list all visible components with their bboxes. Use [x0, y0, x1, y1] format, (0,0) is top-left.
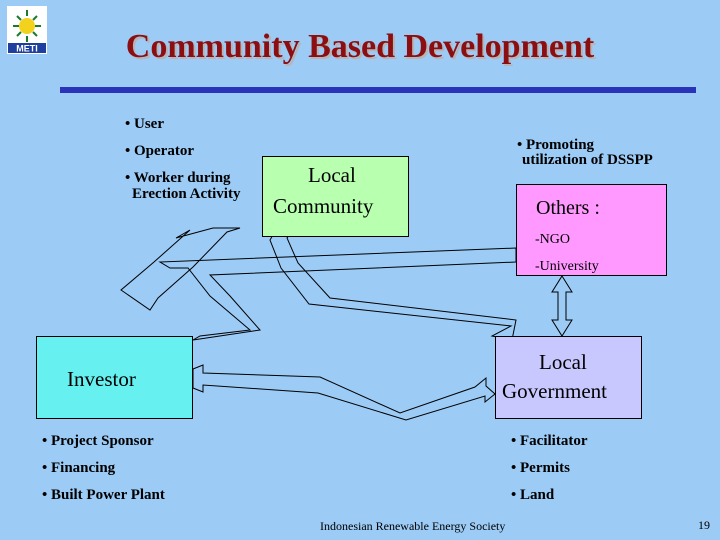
arrow-community-investor — [120, 227, 241, 311]
local-government-label-2: Government — [502, 379, 607, 403]
investor-label: Investor — [67, 367, 136, 391]
community-role-worker: • Worker during — [125, 170, 231, 186]
others-label: Others : — [536, 197, 600, 219]
investor-item-sponsor: • Project Sponsor — [42, 433, 154, 449]
local-government-label-1: Local — [539, 350, 587, 374]
arrow-others-investor — [158, 247, 517, 341]
footer-text: Indonesian Renewable Energy Society — [320, 519, 506, 533]
gov-item-facilitator: • Facilitator — [511, 433, 588, 449]
others-item-ngo: -NGO — [535, 232, 570, 247]
sun-icon: METI — [7, 6, 47, 54]
others-item-university: -University — [535, 259, 599, 274]
page-number: 19 — [698, 518, 710, 532]
arrow-community-government — [269, 227, 517, 341]
community-role-worker-cont: Erection Activity — [132, 186, 241, 202]
meti-logo: METI — [7, 6, 47, 54]
local-community-label-2: Community — [273, 194, 374, 218]
investor-item-power-plant: • Built Power Plant — [42, 487, 165, 503]
page-title: Community Based Development — [125, 28, 595, 65]
investor-item-financing: • Financing — [42, 460, 116, 476]
arrow-others-government — [551, 275, 573, 337]
investor-box — [36, 336, 193, 419]
title-rule — [60, 87, 696, 93]
logo-text: METI — [16, 44, 38, 54]
local-community-label-1: Local — [308, 163, 356, 187]
others-note-1: • Promoting — [517, 137, 595, 153]
community-role-user: • User — [125, 116, 164, 132]
arrow-investor-government — [192, 364, 496, 421]
others-box — [516, 184, 667, 276]
local-community-box — [262, 156, 409, 237]
gov-item-permits: • Permits — [511, 460, 570, 476]
others-note-2: utilization of DSSPP — [522, 152, 653, 168]
local-government-box — [495, 336, 642, 419]
community-role-operator: • Operator — [125, 143, 194, 159]
gov-item-land: • Land — [511, 487, 555, 503]
